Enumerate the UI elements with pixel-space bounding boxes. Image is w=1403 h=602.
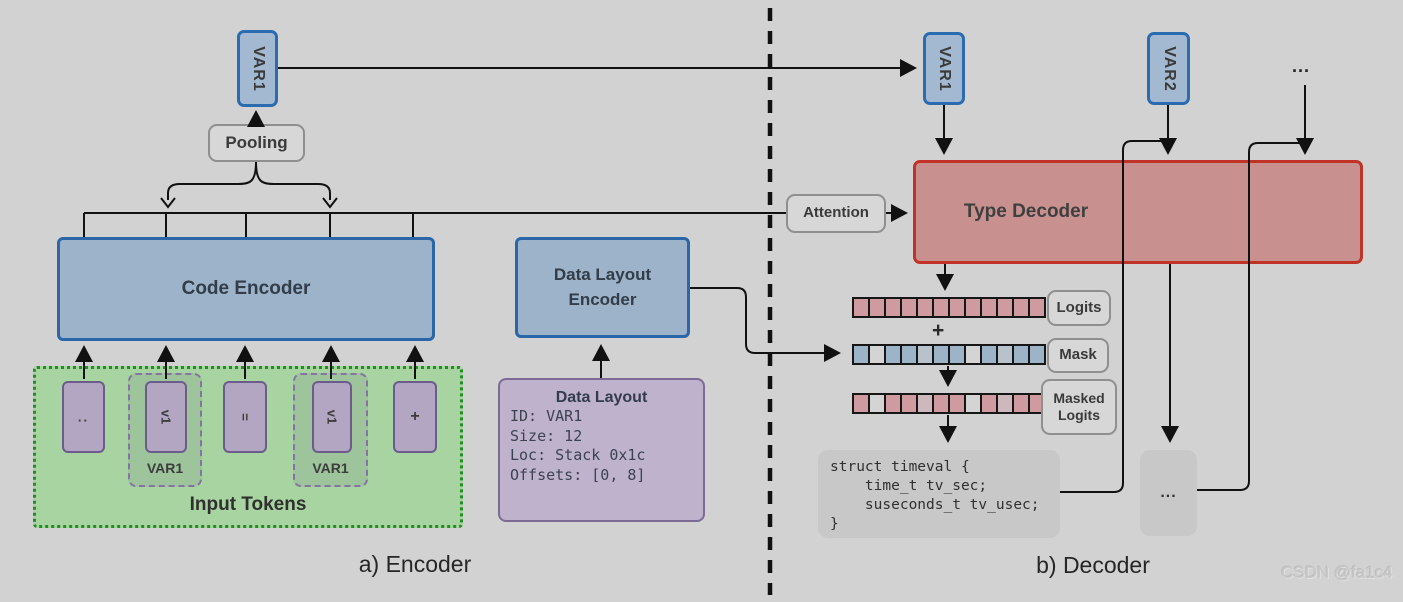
decoder-var2-label: VAR2 xyxy=(1160,45,1178,92)
encoder-var1-label: VAR1 xyxy=(249,45,267,92)
token-ellipsis: .. xyxy=(62,381,105,453)
token-glyph: .. xyxy=(77,409,90,425)
decoder-caption: b) Decoder xyxy=(1036,552,1150,578)
masked-logits-label-box: Masked Logits xyxy=(1041,379,1117,435)
data-layout-encoder-line1: Data Layout xyxy=(553,264,652,284)
data-layout-encoder-box: Data Layout Encoder xyxy=(515,237,690,338)
input-tokens-label: Input Tokens xyxy=(189,494,307,515)
logits-label: Logits xyxy=(1056,298,1102,316)
vector-cell-pink xyxy=(1028,297,1046,318)
data-layout-encoder-line2: Encoder xyxy=(568,289,637,309)
token-v1-2: v1 xyxy=(312,381,352,453)
data-layout-id: ID: VAR1 xyxy=(510,407,583,425)
type-decoder-label: Type Decoder xyxy=(963,201,1089,222)
code-encoder-box: Code Encoder xyxy=(57,237,435,341)
struct-code: struct timeval { time_t tv_sec; susecond… xyxy=(830,459,1040,532)
mask-row xyxy=(852,344,1046,365)
logits-row xyxy=(852,297,1046,318)
plus-sign: + xyxy=(932,319,945,342)
mask-label: Mask xyxy=(1059,346,1097,364)
attention-label: Attention xyxy=(803,204,869,222)
token-v1: v1 xyxy=(145,381,187,453)
type-decoder-box: Type Decoder xyxy=(913,160,1363,264)
pooling-box: Pooling xyxy=(208,124,305,162)
mask-label-box: Mask xyxy=(1047,338,1109,373)
token-glyph: = xyxy=(237,413,253,421)
data-layout-title: Data Layout xyxy=(555,389,648,406)
vector-cell-blue xyxy=(1028,344,1046,365)
data-layout-loc: Loc: Stack 0x1c xyxy=(510,446,646,464)
more-output-box: ... xyxy=(1140,450,1197,536)
encoder-var1-box: VAR1 xyxy=(237,30,278,107)
data-layout-box: Data Layout ID: VAR1 Size: 12 Loc: Stack… xyxy=(498,378,705,522)
logits-label-box: Logits xyxy=(1047,290,1111,326)
token-glyph: + xyxy=(410,408,420,425)
masked-logits-row xyxy=(852,393,1046,414)
token-plus: + xyxy=(393,381,437,453)
var1-group-label: VAR1 xyxy=(312,460,349,476)
encoder-caption: a) Encoder xyxy=(358,551,472,577)
attention-box: Attention xyxy=(786,194,886,233)
csdn-watermark: CSDN @fa1c4 xyxy=(1281,563,1393,582)
data-layout-size: Size: 12 xyxy=(510,426,583,445)
more-output-dots: ... xyxy=(1160,484,1177,501)
decoder-var1-box: VAR1 xyxy=(923,32,965,105)
pooling-label: Pooling xyxy=(225,133,288,153)
data-layout-offsets: Offsets: [0, 8] xyxy=(510,465,646,484)
decoder-var1-label: VAR1 xyxy=(936,45,953,92)
code-encoder-label: Code Encoder xyxy=(181,278,311,299)
token-equals: = xyxy=(223,381,267,453)
decoder-var2-box: VAR2 xyxy=(1147,32,1190,105)
decoder-more-inputs: ... xyxy=(1292,56,1311,76)
token-glyph: v1 xyxy=(158,409,174,425)
struct-output-box: struct timeval { time_t tv_sec; susecond… xyxy=(818,450,1060,538)
var1-group-label: VAR1 xyxy=(146,460,184,476)
masked-logits-label: Masked Logits xyxy=(1053,389,1105,424)
token-glyph: v1 xyxy=(324,409,340,425)
